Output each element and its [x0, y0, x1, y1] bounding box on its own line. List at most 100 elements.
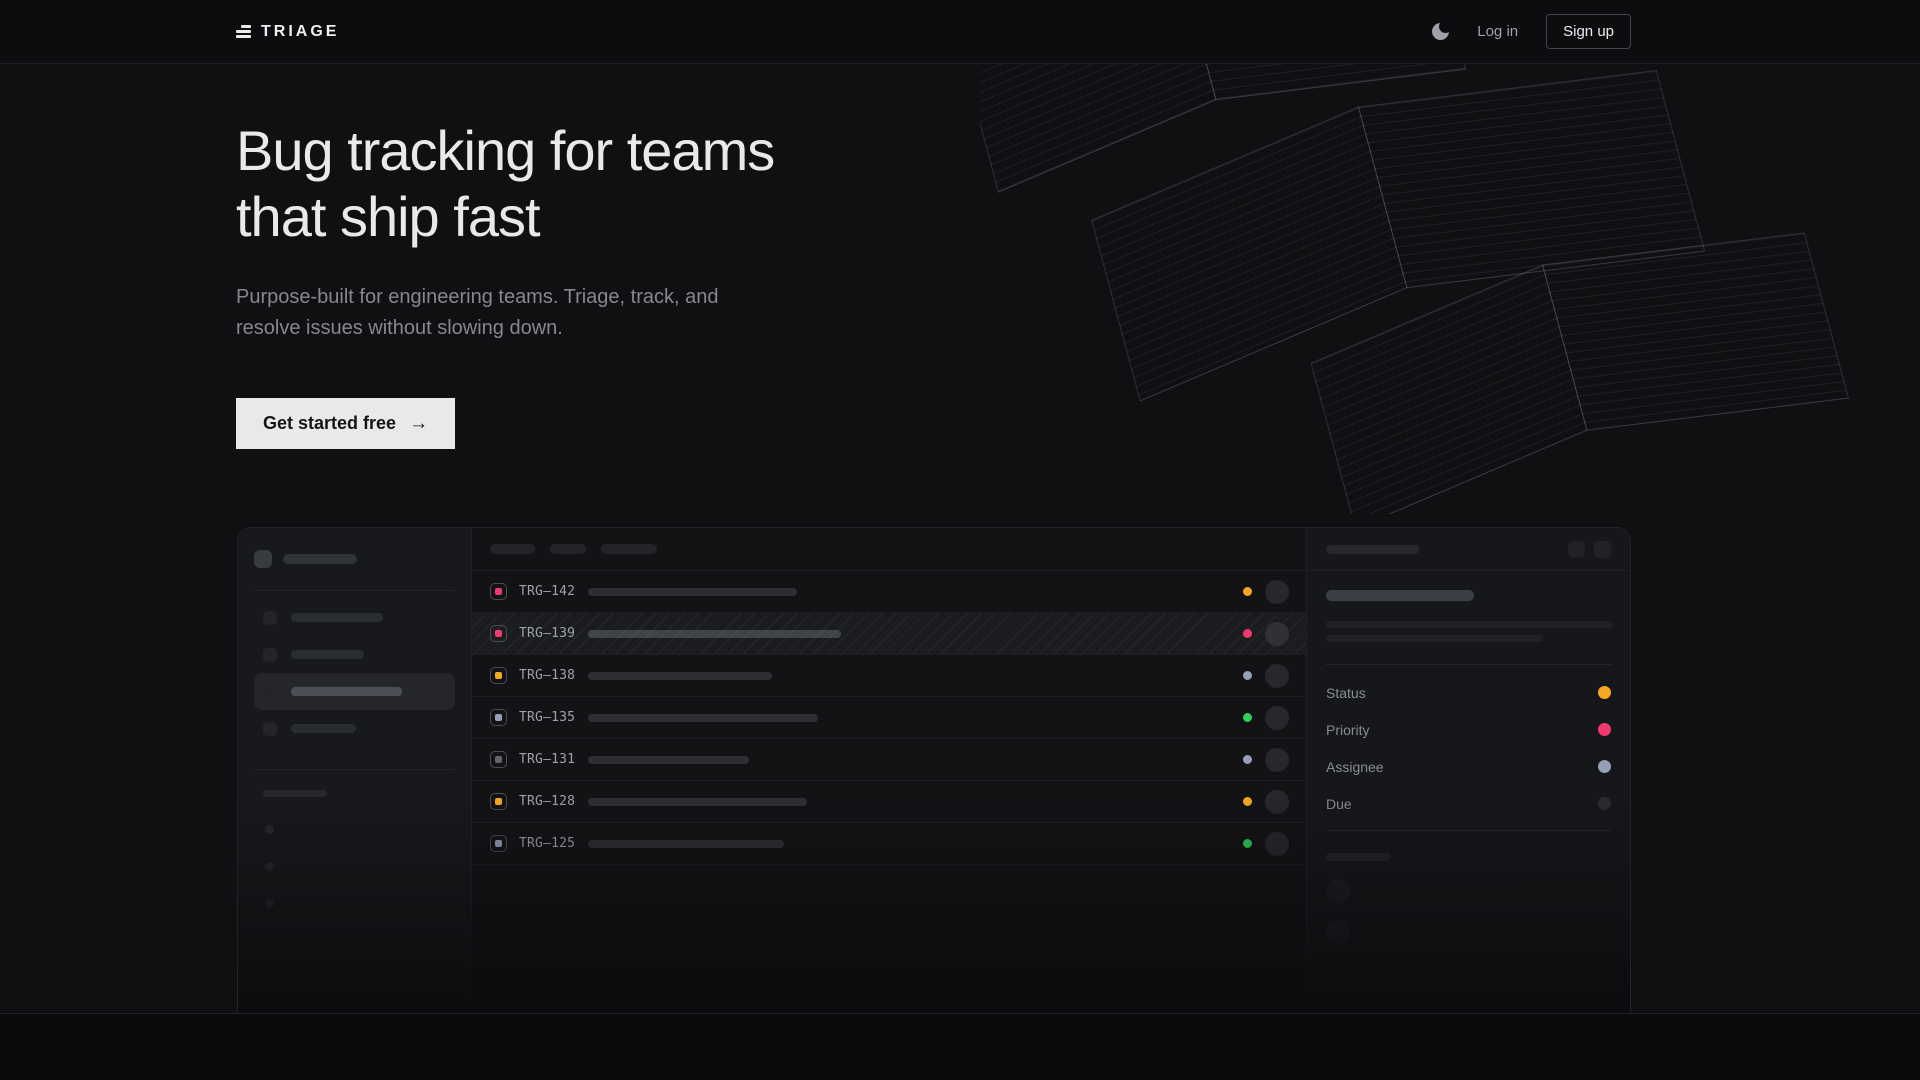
sidebar-nav-item[interactable] [254, 599, 455, 636]
sidebar-dot [265, 899, 274, 908]
issue-id: TRG–125 [519, 836, 576, 851]
sidebar-nav-item[interactable] [254, 636, 455, 673]
issue-type-icon [490, 751, 507, 768]
issue-title-skeleton [588, 713, 818, 722]
sidebar-section-skeleton [263, 790, 327, 797]
description-line-skeleton [1326, 621, 1613, 628]
assignee-avatar [1265, 663, 1289, 688]
nav-item-label-skeleton [291, 724, 356, 733]
theme-toggle-moon-icon[interactable] [1432, 20, 1453, 40]
field-value-dot [1598, 723, 1611, 736]
get-started-button[interactable]: Get started free → [236, 398, 456, 449]
issue-title-skeleton [1326, 590, 1474, 601]
sidebar-nav-item[interactable] [254, 710, 455, 747]
issue-id: TRG–139 [519, 626, 576, 641]
workspace-switcher[interactable] [254, 550, 455, 568]
issue-row[interactable]: TRG–138 [472, 655, 1306, 697]
detail-field-row[interactable]: Assignee [1326, 748, 1611, 785]
brand[interactable]: TRIAGE [236, 23, 339, 41]
activity-label-skeleton [1326, 853, 1391, 861]
issue-type-icon [490, 709, 507, 726]
workspace-avatar [254, 550, 272, 568]
workspace-name-skeleton [283, 554, 357, 564]
field-value-dot [1598, 797, 1611, 810]
nav-item-label-skeleton [291, 687, 402, 696]
mockup-sidebar [238, 528, 472, 1013]
issue-title-skeleton [588, 755, 749, 764]
issue-status-dot [1243, 755, 1252, 764]
detail-field-row[interactable]: Priority [1326, 711, 1611, 748]
sidebar-dot [265, 825, 274, 834]
next-section-band [0, 1013, 1920, 1080]
issue-id: TRG–142 [519, 584, 576, 599]
issue-status-dot [1243, 797, 1252, 806]
issue-row[interactable]: TRG–128 [472, 781, 1306, 823]
issue-title-skeleton [588, 587, 797, 596]
detail-field-row[interactable]: Due [1326, 785, 1611, 822]
comment-avatar [1326, 920, 1350, 944]
issue-type-icon [490, 835, 507, 852]
description-line-skeleton [1326, 635, 1543, 642]
issue-id: TRG–135 [519, 710, 576, 725]
field-value-dot [1598, 760, 1611, 773]
divider [254, 590, 455, 591]
sidebar-nav [254, 599, 455, 747]
issue-row[interactable]: TRG–135 [472, 697, 1306, 739]
issue-type-icon [490, 625, 507, 642]
issue-row[interactable]: TRG–142 [472, 571, 1306, 613]
assignee-avatar [1265, 579, 1289, 604]
nav-item-label-skeleton [291, 650, 364, 659]
issue-title-skeleton [588, 839, 784, 848]
filter-pill-skeleton[interactable] [490, 544, 535, 554]
assignee-avatar [1265, 831, 1289, 856]
filter-pill-skeleton[interactable] [550, 544, 586, 554]
app-mockup: TRG–142 TRG–139 TRG–138 TRG–135 TRG– [237, 527, 1631, 1013]
field-label: Assignee [1326, 758, 1384, 775]
login-link[interactable]: Log in [1477, 23, 1519, 40]
detail-field-row[interactable]: Status [1326, 674, 1611, 711]
detail-fields: Status Priority Assignee Due [1326, 674, 1611, 822]
field-label: Due [1326, 795, 1352, 812]
field-label: Status [1326, 684, 1366, 701]
field-value-dot [1598, 686, 1611, 699]
hero-title: Bug tracking for teams that ship fast [236, 118, 775, 250]
issue-status-dot [1243, 671, 1252, 680]
comment-avatar [1326, 879, 1350, 903]
issue-row[interactable]: TRG–125 [472, 823, 1306, 865]
issue-status-dot [1243, 587, 1252, 596]
divider [1326, 830, 1611, 831]
detail-panel: Status Priority Assignee Due [1306, 528, 1630, 1013]
issue-id: TRG–128 [519, 794, 576, 809]
issue-row[interactable]: TRG–139 [472, 613, 1306, 655]
detail-panel-body: Status Priority Assignee Due [1307, 590, 1630, 944]
nav-item-icon [263, 610, 277, 625]
issue-title-skeleton [588, 629, 841, 638]
issue-type-icon [490, 583, 507, 600]
hero-title-line2: that ship fast [236, 185, 541, 248]
issue-title-skeleton [588, 671, 772, 680]
signup-button[interactable]: Sign up [1546, 14, 1631, 49]
issue-id: TRG–131 [519, 752, 576, 767]
issue-list-column: TRG–142 TRG–139 TRG–138 TRG–135 TRG– [472, 528, 1306, 1013]
sidebar-nav-item[interactable] [254, 673, 455, 710]
divider [1326, 664, 1611, 665]
hero-title-line1: Bug tracking for teams [236, 119, 775, 182]
assignee-avatar [1265, 747, 1289, 772]
panel-action-button[interactable] [1568, 540, 1585, 558]
nav-item-icon [263, 684, 277, 699]
wireframe-slab [980, 64, 1467, 193]
issue-row[interactable]: TRG–131 [472, 739, 1306, 781]
top-nav: TRIAGE Log in Sign up [0, 0, 1920, 64]
brand-name: TRIAGE [261, 22, 340, 40]
issue-status-dot [1243, 713, 1252, 722]
assignee-avatar [1265, 789, 1289, 814]
hero-subtitle: Purpose-built for engineering teams. Tri… [236, 286, 719, 339]
filter-pill-skeleton[interactable] [601, 544, 657, 554]
issue-id: TRG–138 [519, 668, 576, 683]
nav-actions: Log in Sign up [1432, 14, 1631, 49]
issue-type-icon [490, 667, 507, 684]
panel-action-button[interactable] [1594, 540, 1611, 558]
divider [254, 769, 455, 770]
issue-status-dot [1243, 839, 1252, 848]
